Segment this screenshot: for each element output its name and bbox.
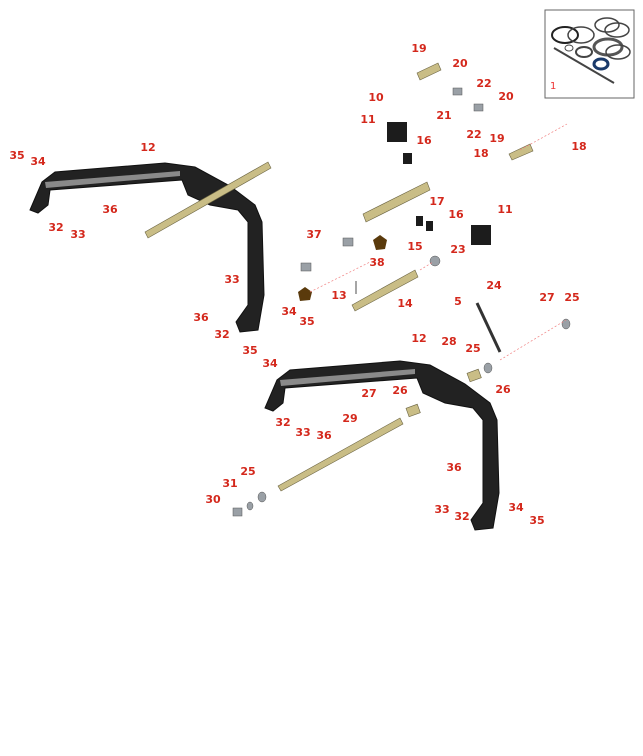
callout: 35 (242, 344, 257, 357)
callout-labels: 19 20 22 10 20 21 11 16 22 19 18 18 35 3… (9, 42, 586, 527)
callout: 13 (331, 289, 346, 302)
callout: 32 (214, 328, 229, 341)
callout: 18 (571, 140, 586, 153)
callout: 36 (102, 203, 118, 216)
callout: 34 (262, 357, 278, 370)
callout: 36 (446, 461, 462, 474)
callout: 21 (436, 109, 451, 122)
callout: 35 (9, 149, 24, 162)
callout: 28 (441, 335, 456, 348)
callout: 10 (368, 91, 384, 104)
callout: 38 (369, 256, 384, 269)
callout: 34 (281, 305, 297, 318)
callout: 22 (476, 77, 491, 90)
callout: 33 (434, 503, 449, 516)
callout: 25 (240, 465, 255, 478)
rods (144, 62, 534, 492)
callout: 33 (70, 228, 85, 241)
callout: 37 (306, 228, 321, 241)
callout: 5 (454, 295, 462, 308)
callout: 12 (411, 332, 426, 345)
callout: 32 (275, 416, 290, 429)
callout: 33 (295, 426, 310, 439)
callout: 26 (392, 384, 408, 397)
callout: 31 (222, 477, 237, 490)
callout: 19 (411, 42, 426, 55)
callout: 34 (30, 155, 46, 168)
callout: 32 (48, 221, 63, 234)
callout: 25 (465, 342, 480, 355)
callout: 27 (539, 291, 554, 304)
seal-kit-inset: 1 (544, 9, 635, 99)
blocks (232, 87, 571, 517)
callout: 36 (193, 311, 209, 324)
callout: 33 (224, 273, 239, 286)
callout: 16 (416, 134, 432, 147)
callout: 19 (489, 132, 504, 145)
callout: 16 (448, 208, 464, 221)
lower-frame-arm (264, 360, 500, 531)
callout: 24 (486, 279, 502, 292)
callout: 22 (466, 128, 481, 141)
callout: 12 (140, 141, 155, 154)
callout: 34 (508, 501, 524, 514)
callout: 20 (452, 57, 468, 70)
callout: 35 (529, 514, 544, 527)
callout: 18 (473, 147, 488, 160)
inset-label: 1 (550, 81, 556, 92)
callout: 29 (342, 412, 357, 425)
callout: 30 (205, 493, 221, 506)
callout: 11 (497, 203, 512, 216)
callout: 26 (495, 383, 511, 396)
callout: 15 (407, 240, 422, 253)
callout: 27 (361, 387, 376, 400)
callout: 11 (360, 113, 375, 126)
callout: 23 (450, 243, 465, 256)
callout: 25 (564, 291, 579, 304)
upper-frame-arm (29, 162, 265, 333)
callout: 35 (299, 315, 314, 328)
callout: 20 (498, 90, 514, 103)
callout: 14 (397, 297, 413, 310)
callout: 32 (454, 510, 469, 523)
callout: 17 (429, 195, 444, 208)
callout: 36 (316, 429, 332, 442)
